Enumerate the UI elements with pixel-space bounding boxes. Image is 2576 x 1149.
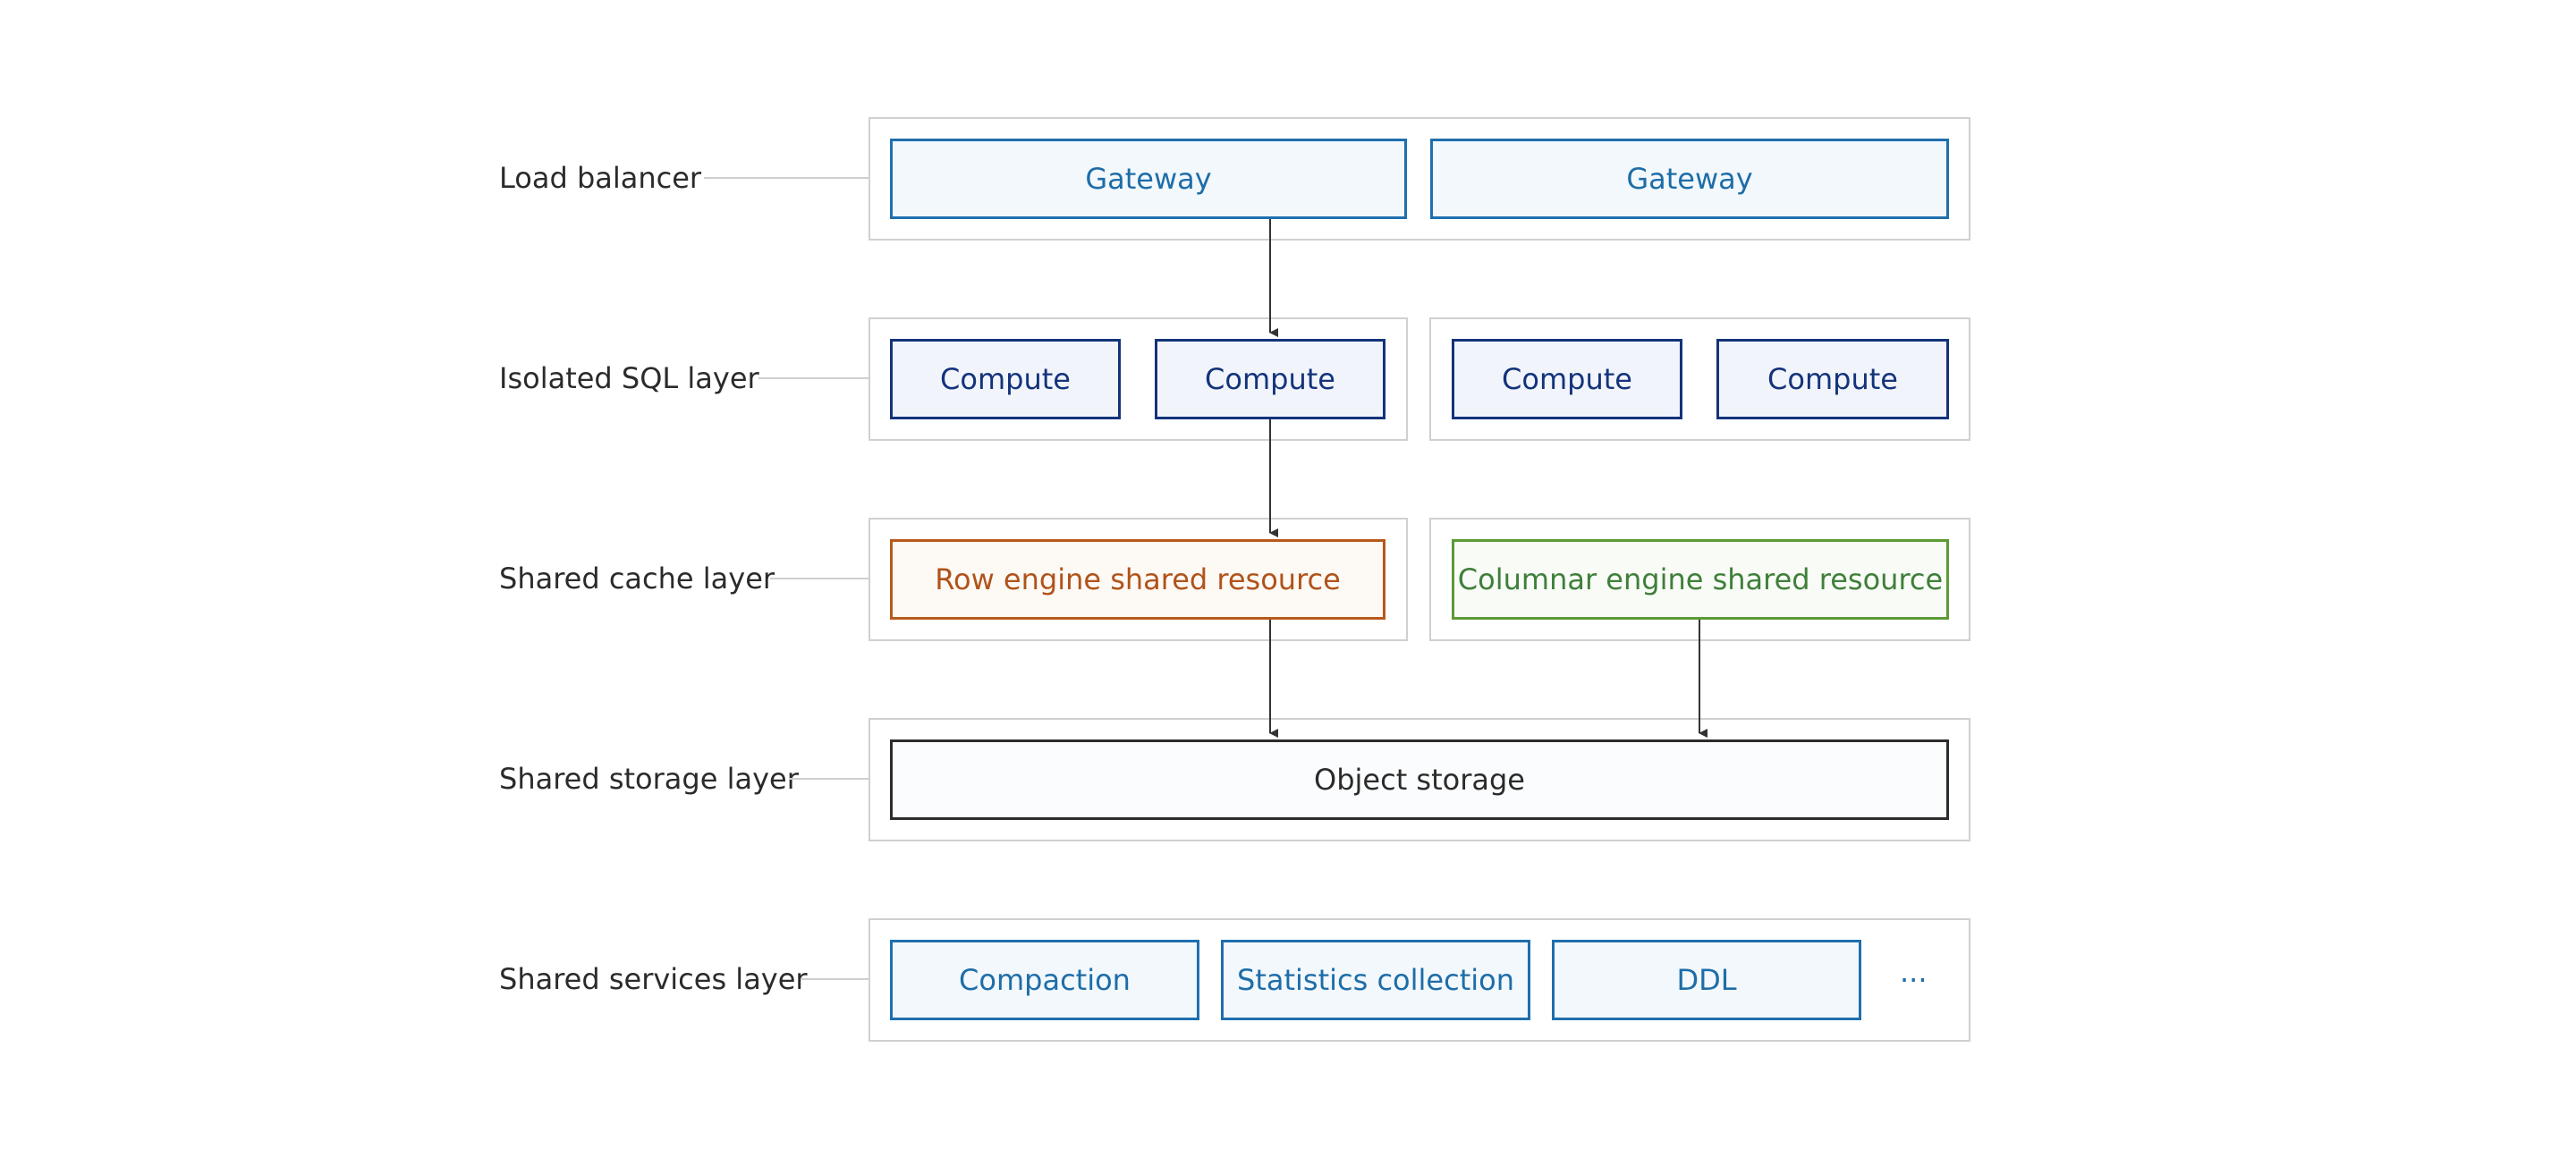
- compute-node-3[interactable]: Compute: [1452, 339, 1682, 419]
- layer-connector-sql: [758, 377, 870, 379]
- layer-label-storage: Shared storage layer: [499, 762, 799, 796]
- more-services-ellipsis: ···: [1900, 963, 1928, 997]
- ddl-node[interactable]: DDL: [1552, 940, 1861, 1020]
- layer-connector-storage: [789, 778, 870, 780]
- object-storage-node[interactable]: Object storage: [890, 739, 1949, 820]
- layer-label-load-balancer: Load balancer: [499, 161, 702, 195]
- compaction-node[interactable]: Compaction: [890, 940, 1199, 1020]
- gateway-node-2[interactable]: Gateway: [1430, 139, 1949, 219]
- layer-label-services: Shared services layer: [499, 962, 808, 996]
- layer-connector-services: [801, 978, 870, 980]
- row-engine-shared-resource[interactable]: Row engine shared resource: [890, 539, 1385, 620]
- layer-connector-load-balancer: [704, 177, 870, 179]
- layer-connector-cache: [770, 578, 870, 579]
- layer-label-cache: Shared cache layer: [499, 562, 775, 596]
- columnar-engine-shared-resource[interactable]: Columnar engine shared resource: [1452, 539, 1949, 620]
- statistics-collection-node[interactable]: Statistics collection: [1221, 940, 1530, 1020]
- gateway-node-1[interactable]: Gateway: [890, 139, 1407, 219]
- compute-node-2[interactable]: Compute: [1155, 339, 1385, 419]
- layer-label-sql: Isolated SQL layer: [499, 361, 759, 395]
- compute-node-4[interactable]: Compute: [1716, 339, 1949, 419]
- compute-node-1[interactable]: Compute: [890, 339, 1121, 419]
